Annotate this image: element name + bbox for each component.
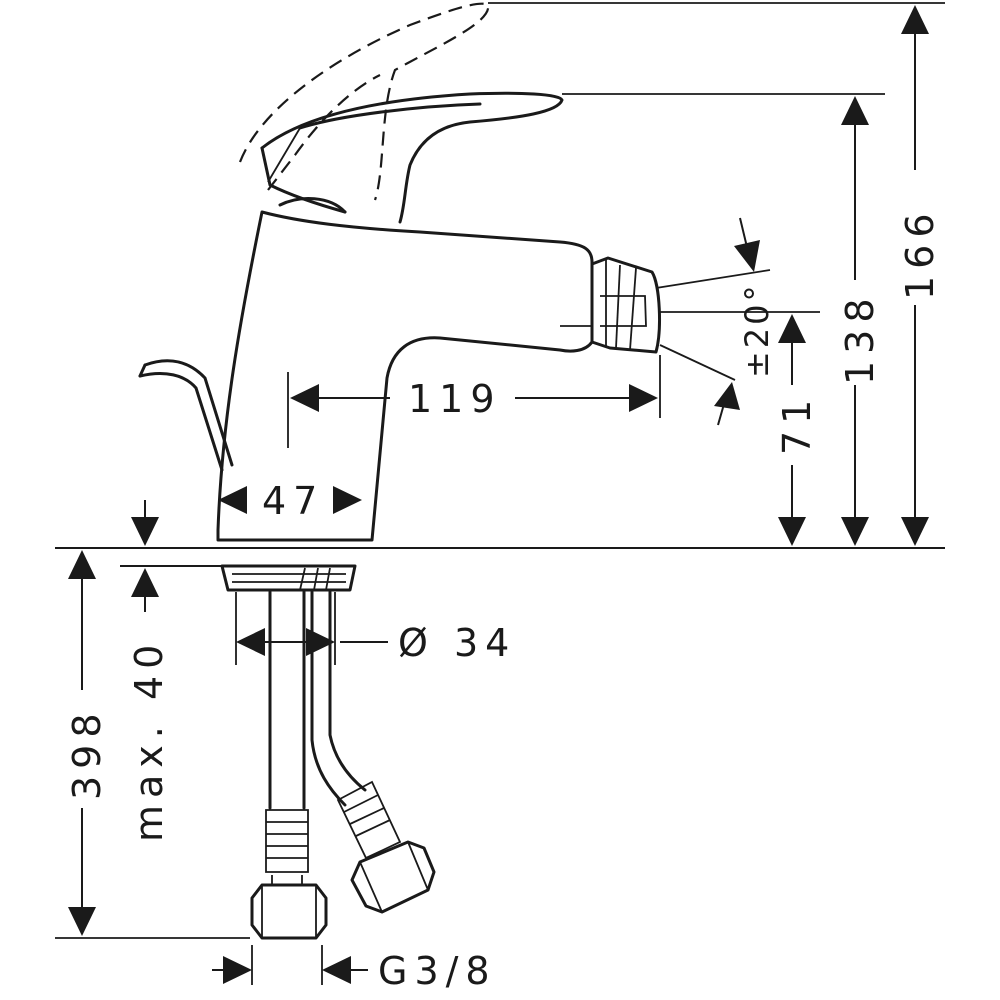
- dim-hose-length: 398: [65, 550, 109, 936]
- dim-connection-thread: G3/8: [212, 949, 497, 993]
- spray-nozzle: [590, 256, 661, 354]
- dim-overall-height: 166: [898, 5, 942, 546]
- dim-swivel-angle: ±20°: [714, 217, 776, 426]
- label-47: 47: [262, 479, 324, 523]
- label-398: 398: [65, 706, 109, 800]
- label-138: 138: [838, 291, 882, 385]
- label-71: 71: [775, 393, 819, 455]
- dim-spout-reach: 119: [290, 377, 658, 421]
- extension-lines: [55, 2, 945, 985]
- label-20-deg: ±20°: [738, 282, 776, 378]
- mounting-nut: [220, 564, 357, 592]
- dim-counter-thickness: max. 40: [127, 500, 171, 842]
- label-diameter-34: Ø 34: [398, 621, 516, 665]
- dim-mount-diameter: Ø 34: [236, 621, 516, 665]
- label-max-40: max. 40: [127, 638, 171, 842]
- label-119: 119: [408, 377, 502, 421]
- pop-up-rod: [138, 359, 234, 472]
- dim-outlet-height: 71: [775, 314, 819, 546]
- dim-spout-height: 138: [838, 96, 882, 546]
- lever-raised-outline: [238, 2, 490, 201]
- supply-hose-right: [310, 590, 436, 914]
- supply-hose-left: [250, 590, 328, 940]
- label-g38: G3/8: [378, 949, 497, 993]
- mixer-body: [216, 197, 594, 542]
- lever-handle: [260, 91, 564, 224]
- dim-body-width: 47: [218, 479, 362, 523]
- label-166: 166: [898, 206, 942, 300]
